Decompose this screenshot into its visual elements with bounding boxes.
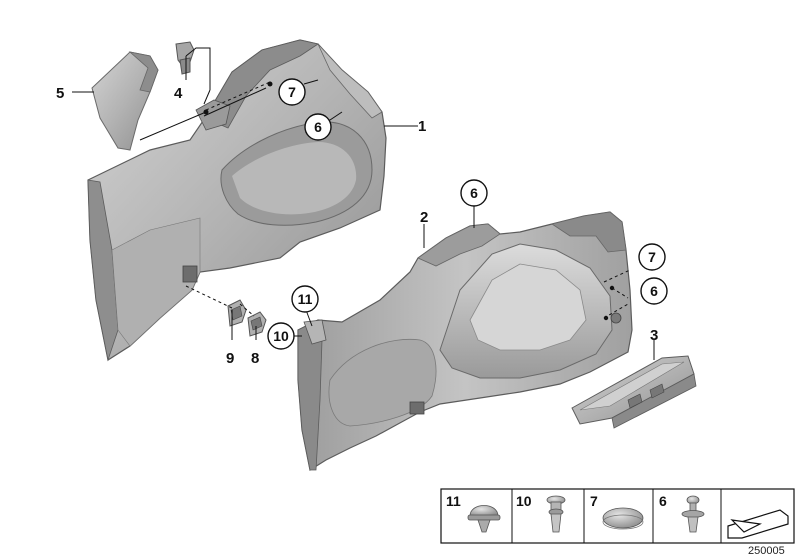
part-3-bracket-rail [571,355,697,429]
direction-arrow-icon [727,509,789,539]
push-cap-icon [467,505,501,533]
legend-label-6: 6 [659,493,667,509]
callout-11: 11 [291,285,319,313]
svg-text:7: 7 [288,84,296,100]
fastener-dots [203,81,615,321]
dashed-leader-lines [185,81,631,319]
svg-text:10: 10 [273,328,289,344]
part-4-bracket [175,41,195,75]
callout-5: 5 [56,85,64,102]
part-9-clip [227,299,247,327]
expanding-rivet-icon [681,495,705,533]
fastener-legend: 11 10 7 6 [440,488,795,544]
part-2-right-trim-panel [297,211,633,471]
legend-label-7: 7 [590,493,598,509]
svg-text:6: 6 [650,283,658,299]
callout-4: 4 [174,85,183,102]
callout-6-upper: 6 [304,113,332,141]
plug-cap-icon [602,507,644,530]
callout-7-right: 7 [638,243,666,271]
svg-text:6: 6 [470,185,478,201]
diagram-id: 250005 [748,545,785,557]
legend-label-10: 10 [516,493,532,509]
part-8-clip [247,311,267,337]
callout-8: 8 [251,350,259,367]
callout-2: 2 [420,209,428,226]
svg-text:6: 6 [314,119,322,135]
callout-1: 1 [418,118,426,135]
svg-text:11: 11 [298,291,313,307]
callout-6-middle: 6 [460,179,488,207]
callout-10: 10 [267,322,295,350]
callout-3: 3 [650,327,658,344]
callout-9: 9 [226,350,234,367]
spreader-rivet-icon [546,495,566,533]
part-5-cover [91,51,159,151]
leader-lines [72,47,655,360]
legend-label-11: 11 [446,493,461,509]
callout-6-right: 6 [640,277,668,305]
callout-7-upper: 7 [278,78,306,106]
svg-text:7: 7 [648,249,656,265]
